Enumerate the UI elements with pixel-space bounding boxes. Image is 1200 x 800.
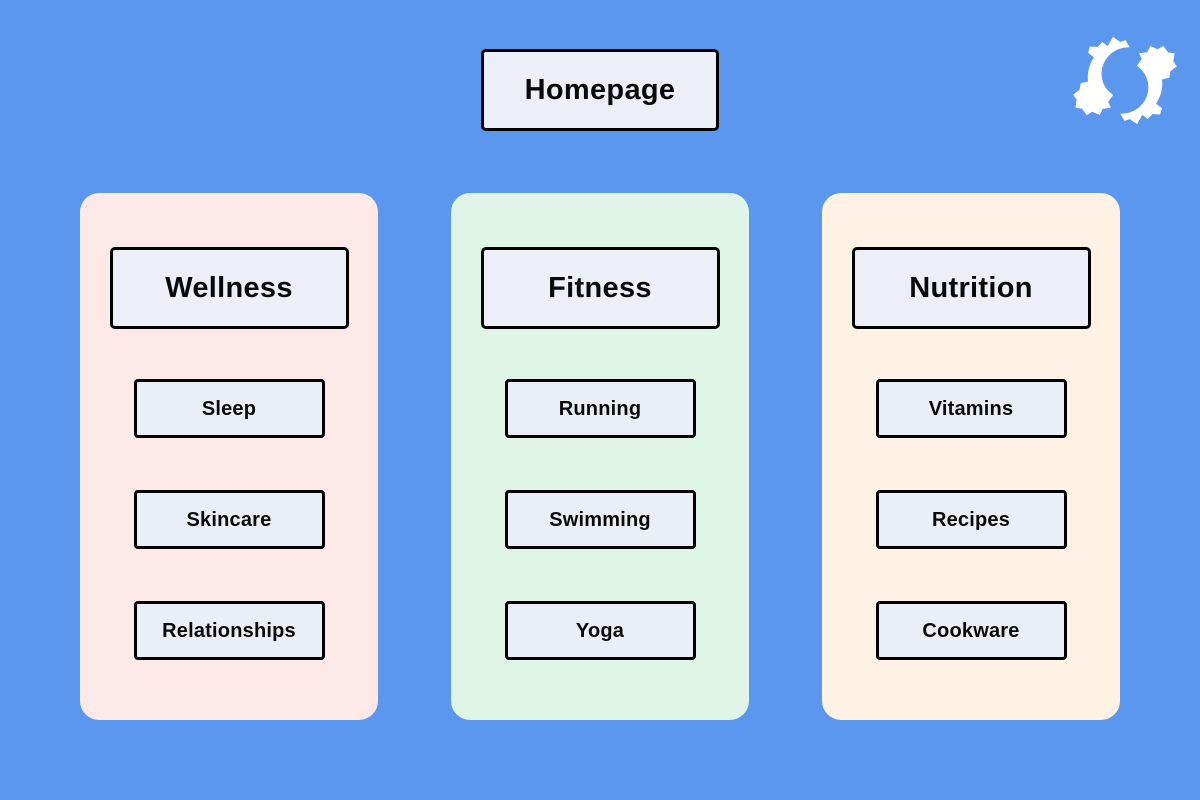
child-node-running[interactable]: Running bbox=[504, 379, 696, 438]
category-label-nutrition: Nutrition bbox=[909, 271, 1033, 304]
child-label-recipes: Recipes bbox=[931, 508, 1011, 531]
column-group: Wellness Sleep Skincare Relationships Fi… bbox=[0, 193, 1200, 720]
child-label-relationships: Relationships bbox=[162, 619, 296, 642]
child-node-recipes[interactable]: Recipes bbox=[875, 490, 1067, 549]
child-label-vitamins: Vitamins bbox=[928, 397, 1014, 420]
category-label-wellness: Wellness bbox=[165, 271, 293, 304]
category-node-wellness[interactable]: Wellness bbox=[109, 247, 349, 329]
child-node-yoga[interactable]: Yoga bbox=[504, 601, 696, 660]
child-list-wellness: Sleep Skincare Relationships bbox=[133, 379, 325, 660]
category-card-fitness: Fitness Running Swimming Yoga bbox=[451, 193, 749, 720]
child-node-cookware[interactable]: Cookware bbox=[875, 601, 1067, 660]
child-node-swimming[interactable]: Swimming bbox=[504, 490, 696, 549]
child-label-cookware: Cookware bbox=[922, 619, 1020, 642]
category-card-wellness: Wellness Sleep Skincare Relationships bbox=[80, 193, 378, 720]
category-node-fitness[interactable]: Fitness bbox=[480, 247, 720, 329]
child-label-skincare: Skincare bbox=[186, 508, 272, 531]
root-node-homepage[interactable]: Homepage bbox=[481, 49, 719, 131]
category-card-nutrition: Nutrition Vitamins Recipes Cookware bbox=[822, 193, 1120, 720]
child-label-sleep: Sleep bbox=[201, 397, 257, 420]
root-node-label: Homepage bbox=[524, 73, 676, 106]
category-node-nutrition[interactable]: Nutrition bbox=[851, 247, 1091, 329]
child-label-running: Running bbox=[558, 397, 642, 420]
child-node-vitamins[interactable]: Vitamins bbox=[875, 379, 1067, 438]
interlocking-gears-logo bbox=[1070, 28, 1180, 133]
child-list-nutrition: Vitamins Recipes Cookware bbox=[875, 379, 1067, 660]
child-node-skincare[interactable]: Skincare bbox=[133, 490, 325, 549]
child-node-sleep[interactable]: Sleep bbox=[133, 379, 325, 438]
child-label-yoga: Yoga bbox=[575, 619, 625, 642]
child-node-relationships[interactable]: Relationships bbox=[133, 601, 325, 660]
child-list-fitness: Running Swimming Yoga bbox=[504, 379, 696, 660]
category-label-fitness: Fitness bbox=[548, 271, 652, 304]
child-label-swimming: Swimming bbox=[549, 508, 651, 531]
